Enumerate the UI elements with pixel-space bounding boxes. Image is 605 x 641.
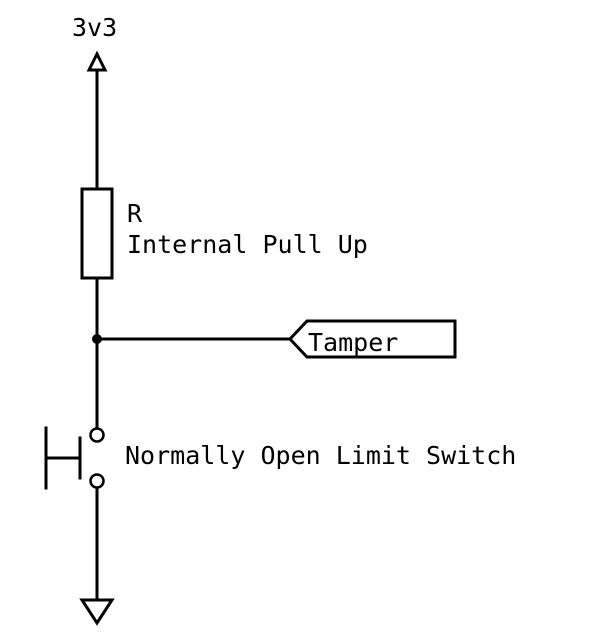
pushbutton-switch-icon: [44, 426, 105, 490]
resistor-icon: [80, 187, 114, 280]
net-flag-icon: [287, 319, 457, 359]
switch-desc-label: Normally Open Limit Switch: [125, 441, 516, 470]
power-supply-arrow-icon: [86, 50, 108, 72]
supply-label: 3v3: [72, 13, 117, 42]
net-label-tamper: Tamper: [308, 328, 398, 357]
resistor-ref-label: R: [127, 199, 143, 228]
ground-symbol-icon: [79, 598, 115, 626]
resistor-desc-label: Internal Pull Up: [127, 230, 368, 259]
